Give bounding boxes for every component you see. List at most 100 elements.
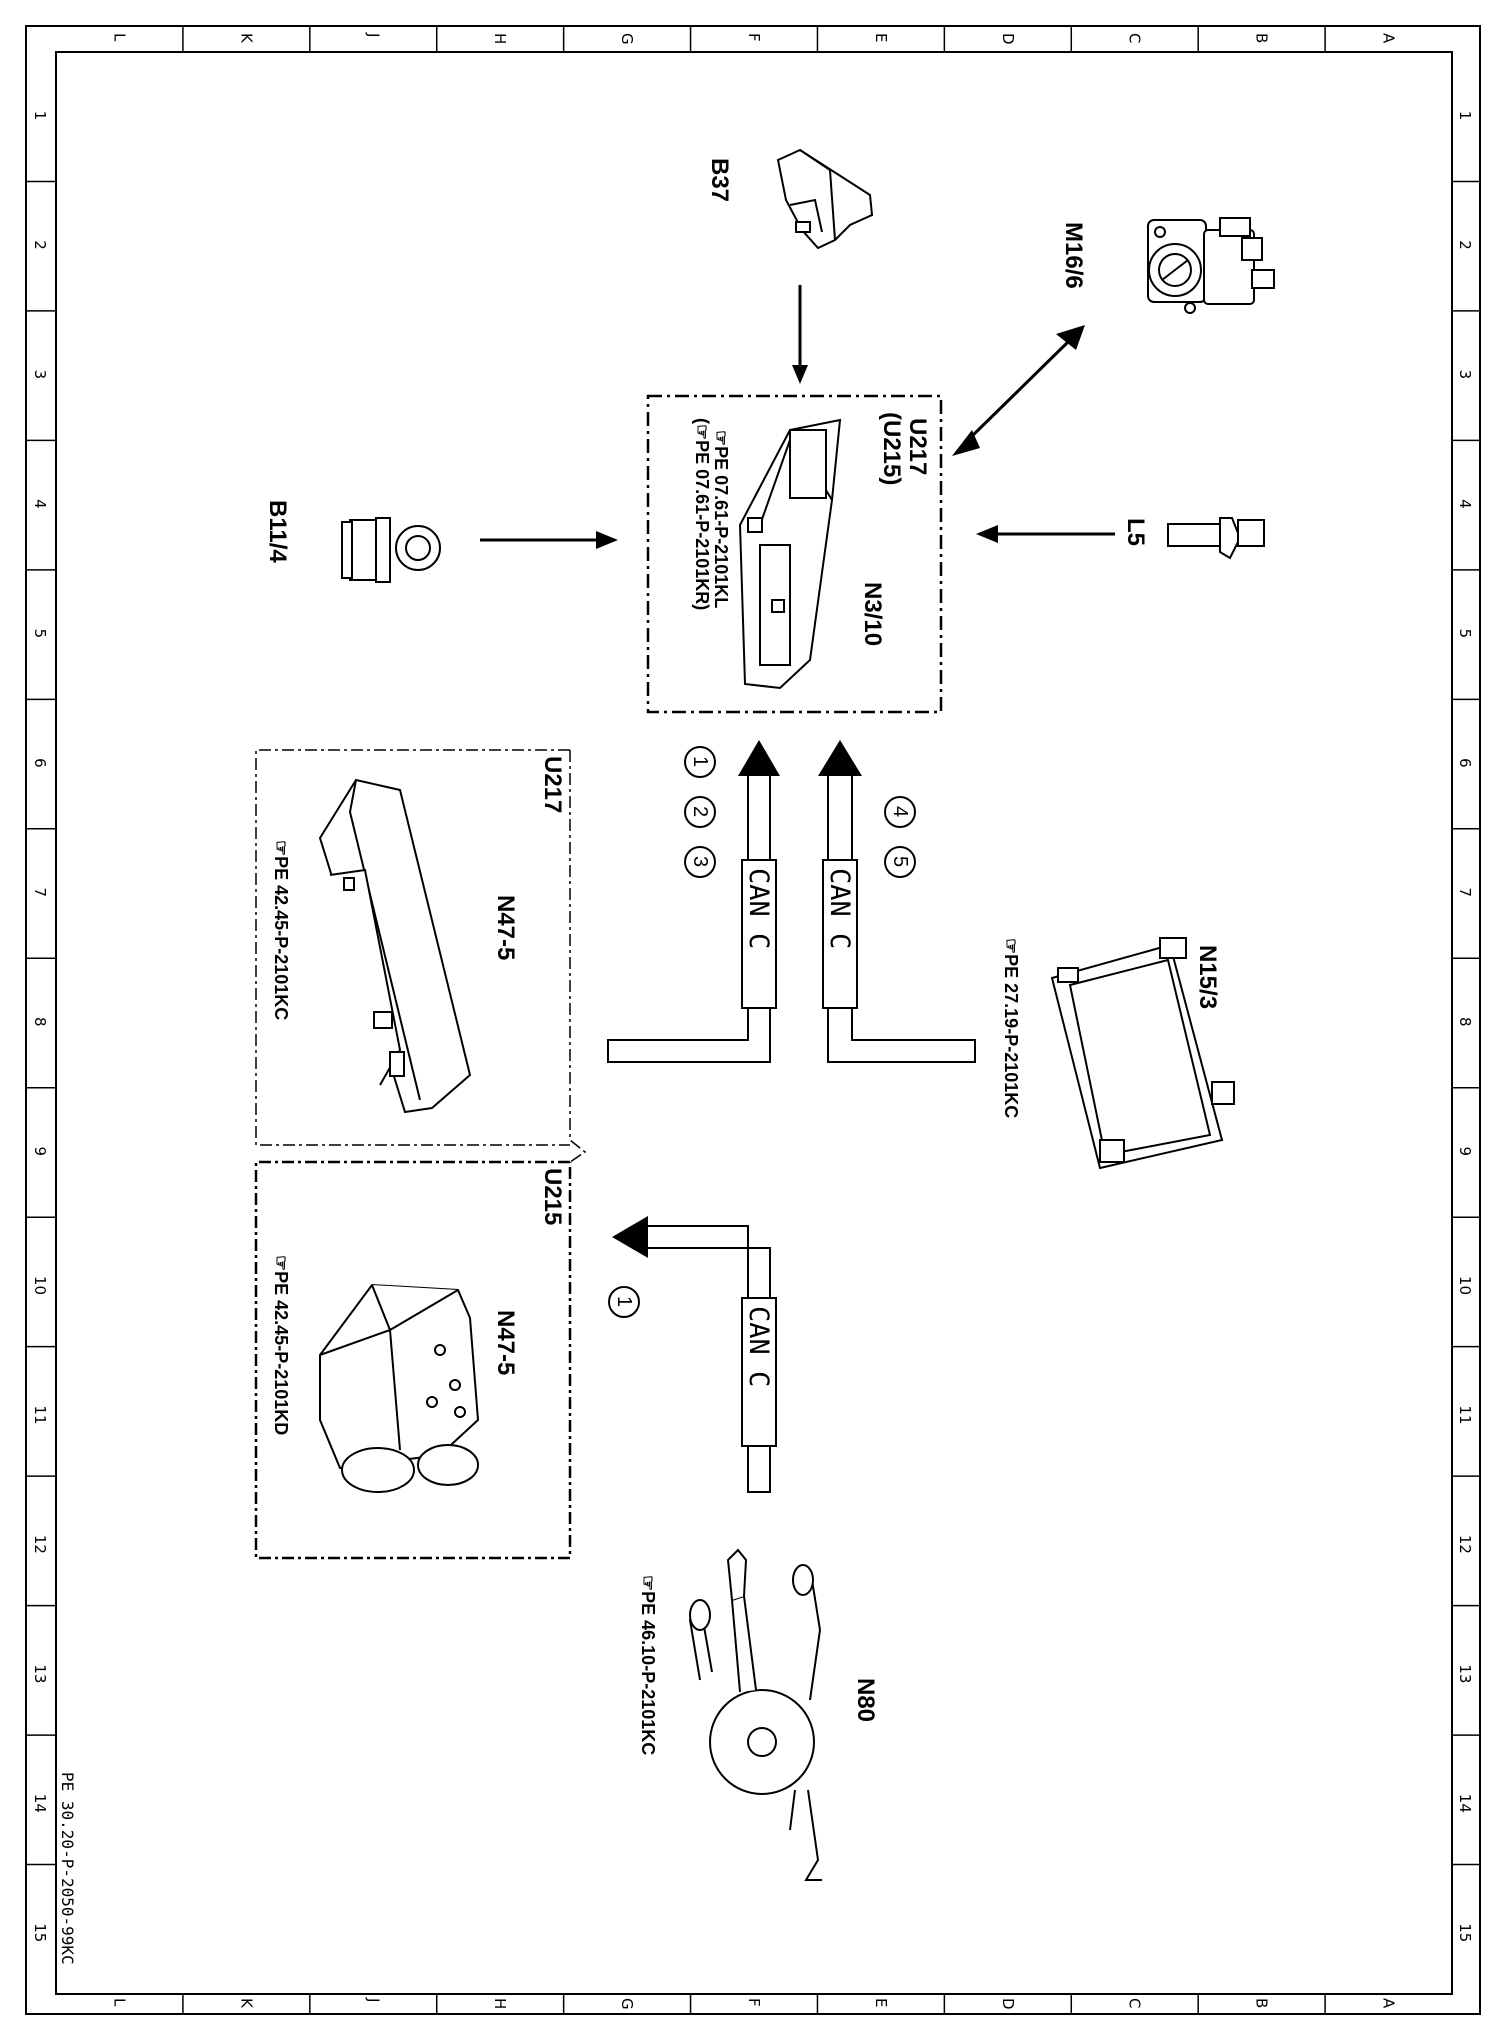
grid-letter-label: E — [872, 1998, 890, 2007]
grid-number-label: 10 — [31, 1276, 49, 1295]
grid-letter-label: G — [618, 33, 636, 45]
can-arrow-left — [738, 740, 780, 776]
grid-letter-label: F — [745, 33, 763, 42]
l5-arrow-head — [976, 525, 998, 543]
b37-pedal-icon — [776, 148, 874, 250]
m16-6-arrow-head-a — [952, 430, 980, 456]
m16-6-arrow-line — [964, 338, 1072, 444]
b11-4-label: B11/4 — [264, 500, 291, 563]
m16-6-arrow-head-b — [1056, 325, 1085, 350]
outer-frame — [25, 25, 1481, 2015]
grid-number-label: 2 — [1456, 240, 1474, 250]
l5-label: L5 — [1122, 518, 1149, 546]
signal-number: 1 — [613, 1296, 635, 1307]
grid-number-label: 8 — [1456, 1017, 1474, 1027]
grid-number-label: 5 — [1456, 629, 1474, 639]
grid-number-label: 4 — [1456, 499, 1474, 509]
grid-letter-label: C — [1126, 33, 1144, 43]
can-arrow-lower — [612, 1216, 648, 1258]
can-arrow-right — [818, 740, 862, 776]
grid-number-label: 14 — [31, 1794, 49, 1813]
grid-ticks — [26, 26, 1480, 2014]
n15-3-component: N15/3 ☞PE 27.19-P-2101KC — [1001, 937, 1235, 1170]
can-label-3: CAN C — [743, 1306, 774, 1387]
n47-5-u215-module-icon — [319, 1283, 480, 1493]
inner-frame — [55, 51, 1453, 1995]
grid-letter-label: C — [1126, 1998, 1144, 2008]
grid-number-label: 7 — [31, 888, 49, 898]
grid-letter-label: L — [110, 1998, 128, 2007]
can-bus-lower: CAN C 1 — [608, 1216, 777, 1493]
grid-letter-label: D — [999, 1998, 1017, 2010]
signal-number-circle — [684, 746, 716, 778]
grid-number-label: 8 — [31, 1017, 49, 1027]
signal-number-circle — [608, 1286, 640, 1318]
signal-number-circle — [684, 796, 716, 828]
grid-number-label: 11 — [31, 1405, 49, 1424]
n80-ref: ☞PE 46.10-P-2101KC — [638, 1575, 658, 1755]
crankshaft-sensor-icon — [1167, 517, 1265, 560]
b11-4-arrow-head — [596, 531, 618, 549]
grid-number-label: 3 — [31, 370, 49, 380]
grid-number-label: 15 — [1456, 1923, 1474, 1942]
grid-letter-label: K — [237, 33, 255, 44]
b11-4-component: B11/4 — [264, 500, 618, 583]
m16-6-component: M16/6 — [952, 217, 1275, 456]
grid-number-label: 12 — [1456, 1535, 1474, 1554]
grid-number-label: 3 — [1456, 370, 1474, 380]
signal-number: 3 — [689, 856, 711, 867]
u215-box: U215 N47-5 ☞PE 42.45-P-2101KD — [254, 1160, 572, 1560]
b37-component: B37 — [706, 148, 874, 384]
u217-title: U217 — [539, 756, 566, 813]
can-label-1: CAN C — [743, 868, 774, 949]
grid-letter-label: J — [364, 32, 382, 37]
u215-n47-5-label: N47-5 — [492, 1310, 519, 1375]
n15-3-label: N15/3 — [1194, 945, 1221, 1009]
u217-n47-5-label: N47-5 — [492, 895, 519, 960]
u217-dashed-border — [255, 749, 587, 1163]
grid-number-label: 7 — [1456, 888, 1474, 898]
grid-number-label: 4 — [31, 499, 49, 509]
u215-ref: ☞PE 42.45-P-2101KD — [271, 1255, 291, 1435]
signal-numbers-b: 45 — [884, 796, 916, 878]
grid-number-label: 6 — [31, 758, 49, 768]
coolant-sensor-icon — [341, 517, 441, 583]
signal-numbers-a: 123 — [684, 746, 716, 878]
grid-letter-label: H — [491, 1998, 509, 2009]
u217-u215-box: U217 (U215) N3/10 ☞PE 07.61-P-2101KL (☞P… — [646, 394, 943, 714]
u217-box: U217 N47-5 ☞PE 42.45-P-2101KC — [255, 749, 587, 1163]
l5-component: L5 — [976, 517, 1265, 560]
u215-dashed-border — [254, 1160, 572, 1560]
grid-letter-label: H — [491, 33, 509, 44]
grid-number-label: 12 — [31, 1535, 49, 1554]
grid-number-label: 1 — [1456, 111, 1474, 121]
grid-number-label: 15 — [31, 1923, 49, 1942]
grid-letter-label: D — [999, 33, 1017, 45]
grid-letter-label: K — [237, 1998, 255, 2009]
grid-letter-label: E — [872, 33, 890, 42]
b37-arrow-head — [792, 365, 808, 384]
signal-number-circle — [884, 846, 916, 878]
signal-number: 2 — [689, 806, 711, 817]
n3-10-control-unit-icon — [738, 418, 842, 690]
grid-number-label: 13 — [1456, 1664, 1474, 1683]
grid-number-label: 9 — [31, 1146, 49, 1156]
n15-3-ref: ☞PE 27.19-P-2101KC — [1001, 938, 1021, 1118]
n80-component: N80 ☞PE 46.10-P-2101KC — [638, 1548, 879, 1881]
signal-number: 5 — [889, 856, 911, 867]
document-id: PE 30.20-P-2050-99KC — [58, 1772, 77, 1965]
grid-letter-label: J — [364, 1997, 382, 2002]
grid-number-label: 9 — [1456, 1146, 1474, 1156]
n80-label: N80 — [852, 1678, 879, 1722]
n3-10-ref-2: (☞PE 07.61-P-2101KR) — [692, 418, 712, 610]
u217-u215-title-2: (U215) — [878, 412, 905, 485]
grid-number-label: 11 — [1456, 1405, 1474, 1424]
grid-letter-label: G — [618, 1998, 636, 2010]
grid-letter-label: L — [110, 33, 128, 42]
grid-letter-label: B — [1253, 1998, 1271, 2008]
signal-number-circle — [684, 846, 716, 878]
grid-letter-label: B — [1253, 33, 1271, 43]
throttle-body-icon — [1147, 217, 1275, 314]
